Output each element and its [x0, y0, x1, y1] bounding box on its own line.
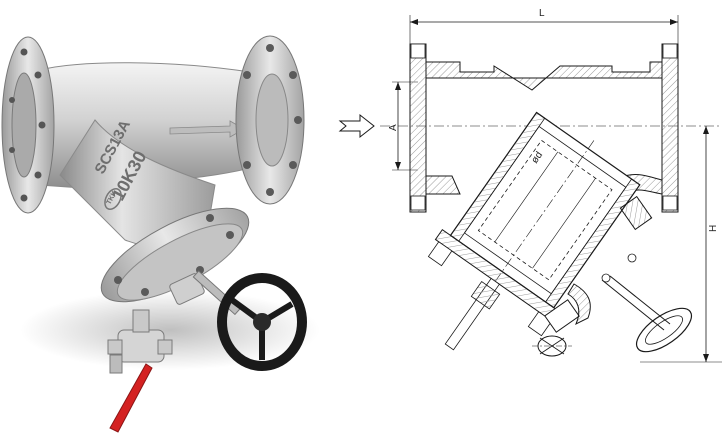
dimension-inlet: A — [388, 81, 418, 171]
body-inlet-flange — [409, 43, 427, 213]
drain-lever — [109, 363, 153, 433]
label-inlet: A — [388, 124, 399, 131]
outlet-flange-bolt — [662, 195, 678, 211]
outlet-flange — [235, 35, 305, 205]
inlet-flange-bolt — [410, 195, 426, 211]
strainer-photo: SCS13A 10K30 TKK — [1, 35, 320, 433]
handwheel-outline — [601, 275, 693, 353]
body-upper-wall — [425, 61, 663, 91]
dimension-length: L — [409, 8, 679, 45]
label-diameter: ød — [529, 150, 545, 166]
flow-direction-icon — [338, 113, 375, 139]
label-length: L — [539, 8, 545, 19]
cast-logo-oval — [104, 187, 122, 211]
drain-valve-outline — [532, 283, 591, 357]
floor-shadow — [20, 290, 320, 370]
label-height: H — [708, 225, 719, 232]
outlet-flange-bolt — [662, 43, 678, 59]
cover-flange — [100, 207, 250, 303]
body-lower-left-wall — [425, 175, 461, 195]
cover-side-boss — [601, 195, 653, 283]
handwheel — [217, 273, 307, 371]
inlet-flange — [1, 36, 55, 214]
body-outlet-flange — [661, 43, 679, 213]
drain-ball-valve — [107, 309, 173, 374]
body-lower-right-wall — [619, 174, 663, 195]
inlet-flange-bolt — [410, 43, 426, 59]
dimension-height: H — [640, 126, 722, 363]
strainer-leg-section — [427, 111, 641, 351]
